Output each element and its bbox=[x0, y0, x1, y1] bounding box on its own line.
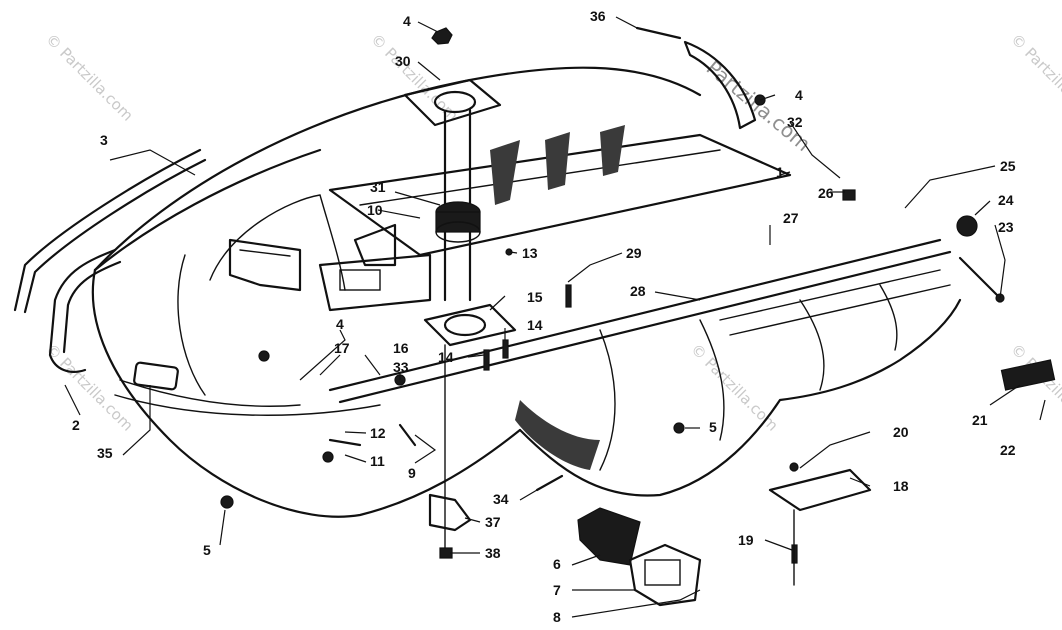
callout-28: 28 bbox=[630, 283, 646, 299]
callout-6: 6 bbox=[553, 556, 561, 572]
callout-26: 26 bbox=[818, 185, 834, 201]
callout-31: 31 bbox=[370, 179, 386, 195]
callout-8: 8 bbox=[553, 609, 561, 625]
callout-18: 18 bbox=[893, 478, 909, 494]
callout-9: 9 bbox=[408, 465, 416, 481]
callout-24: 24 bbox=[998, 192, 1014, 208]
callout-22: 22 bbox=[1000, 442, 1016, 458]
callout-32: 32 bbox=[787, 114, 803, 130]
callout-14: 14 bbox=[527, 317, 543, 333]
steering-mount bbox=[403, 78, 517, 347]
callout-27: 27 bbox=[783, 210, 799, 226]
callout-37: 37 bbox=[485, 514, 501, 530]
callout-5: 5 bbox=[709, 419, 717, 435]
watermark-text: © Partzilla.com bbox=[687, 340, 782, 435]
leader-lines bbox=[64, 16, 1046, 618]
callout-25: 25 bbox=[1000, 158, 1016, 174]
callout-19: 19 bbox=[738, 532, 754, 548]
callout-23: 23 bbox=[998, 219, 1014, 235]
belly-pan bbox=[91, 66, 962, 518]
nut-5-left bbox=[220, 495, 234, 509]
callout-38: 38 bbox=[485, 545, 501, 561]
callout-4: 4 bbox=[336, 316, 344, 332]
callout-4: 4 bbox=[403, 13, 411, 29]
callout-16: 16 bbox=[393, 340, 409, 356]
watermark-text: © Partzilla.com bbox=[42, 340, 137, 435]
callout-1: 1 bbox=[776, 164, 784, 180]
trim-piece-32 bbox=[683, 40, 757, 130]
callout-4: 4 bbox=[795, 87, 803, 103]
callout-35: 35 bbox=[97, 445, 113, 461]
callout-14: 14 bbox=[438, 349, 454, 365]
watermark-layer: © Partzilla.com © Partzilla.com © Partzi… bbox=[42, 30, 1062, 435]
nut-4-left bbox=[258, 350, 270, 362]
hardware bbox=[220, 26, 1005, 586]
callout-7: 7 bbox=[553, 582, 561, 598]
callout-15: 15 bbox=[527, 289, 543, 305]
callout-30: 30 bbox=[395, 53, 411, 69]
callout-17: 17 bbox=[334, 340, 350, 356]
callout-10: 10 bbox=[367, 202, 383, 218]
callout-3: 3 bbox=[100, 132, 108, 148]
pad-35 bbox=[133, 361, 179, 391]
callout-36: 36 bbox=[590, 8, 606, 24]
watermark-center: Partzilla.com bbox=[702, 55, 815, 156]
callout-21: 21 bbox=[972, 412, 988, 428]
nut-5-right bbox=[673, 422, 685, 434]
reflector-21 bbox=[1000, 359, 1056, 391]
callout-11: 11 bbox=[370, 453, 385, 469]
trim-strip-left bbox=[13, 148, 207, 373]
bracket-18 bbox=[768, 468, 872, 512]
bracket-37 bbox=[428, 493, 472, 532]
cap-24 bbox=[956, 215, 978, 237]
callout-20: 20 bbox=[893, 424, 909, 440]
watermark-text: © Partzilla.com bbox=[1007, 30, 1062, 125]
watermark-text: © Partzilla.com bbox=[42, 30, 137, 125]
boot-6 bbox=[577, 507, 702, 607]
spacer-26 bbox=[842, 189, 856, 201]
callout-13: 13 bbox=[522, 245, 538, 261]
callout-33: 33 bbox=[393, 359, 409, 375]
callout-labels: 1 2 3 4 4 4 5 5 6 7 8 9 10 11 12 13 14 1… bbox=[72, 8, 1016, 625]
callout-29: 29 bbox=[626, 245, 642, 261]
callout-12: 12 bbox=[370, 425, 386, 441]
callout-5: 5 bbox=[203, 542, 211, 558]
callout-2: 2 bbox=[72, 417, 80, 433]
callout-34: 34 bbox=[493, 491, 509, 507]
